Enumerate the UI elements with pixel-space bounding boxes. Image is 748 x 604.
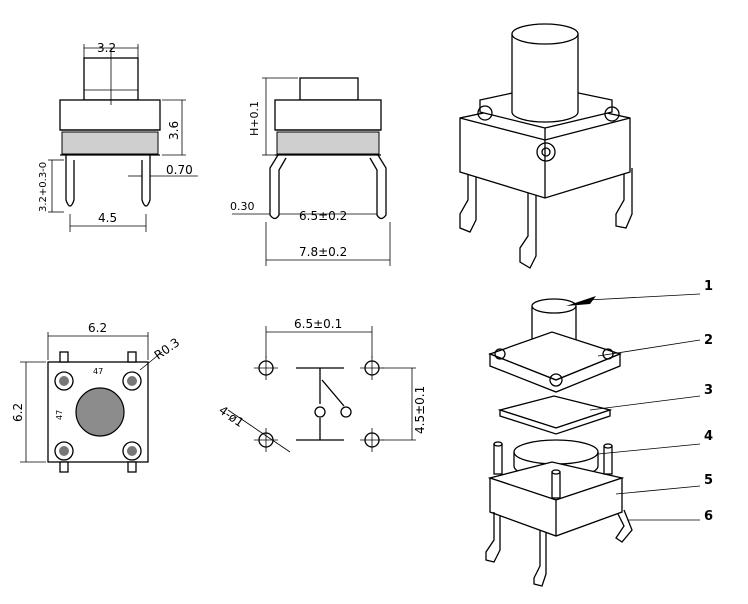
pcb-dim-pitch-y: 4.5±0.1	[413, 386, 427, 434]
top-dim-height: 6.2	[11, 403, 25, 422]
front-view: 3.2 3.6 3.2+0.3-0 0.70 4.5	[38, 41, 198, 232]
callout-4: 4	[704, 429, 713, 444]
side-dim-height: H+0.1	[248, 101, 261, 136]
side-dim-outer-span: 7.8±0.2	[299, 245, 347, 259]
top-dim-radius: R0.3	[152, 335, 182, 362]
exploded-view: 1 2 3 4 5 6	[485, 279, 713, 587]
top-pad-label-a: 47	[93, 367, 103, 376]
isometric-view	[459, 23, 633, 269]
front-dim-height: 3.6	[167, 121, 181, 140]
pcb-layout: 6.5±0.1 4.5±0.1 4-ø1	[216, 317, 427, 453]
callout-1: 1	[704, 279, 713, 294]
top-dim-width: 6.2	[88, 321, 107, 335]
callout-2: 2	[704, 333, 713, 348]
callout-5: 5	[704, 473, 713, 488]
top-pad-label-b: 47	[55, 410, 64, 420]
callout-6: 6	[704, 509, 713, 524]
top-view: 47 47 6.2 6.2 R0.3	[11, 321, 182, 473]
pcb-dim-pitch-x: 6.5±0.1	[294, 317, 342, 331]
front-dim-lead-length: 3.2+0.3-0	[38, 162, 49, 212]
side-view: H+0.1 0.30 6.5±0.2 7.8±0.2	[230, 77, 391, 266]
pcb-dim-holes: 4-ø1	[216, 403, 246, 430]
front-dim-pitch: 4.5	[98, 211, 117, 225]
front-dim-lead-thickness: 0.70	[166, 163, 193, 177]
front-dim-width: 3.2	[97, 41, 116, 55]
callout-3: 3	[704, 383, 713, 398]
side-dim-inner-span: 6.5±0.2	[299, 209, 347, 223]
side-dim-lead-thickness: 0.30	[230, 200, 255, 213]
